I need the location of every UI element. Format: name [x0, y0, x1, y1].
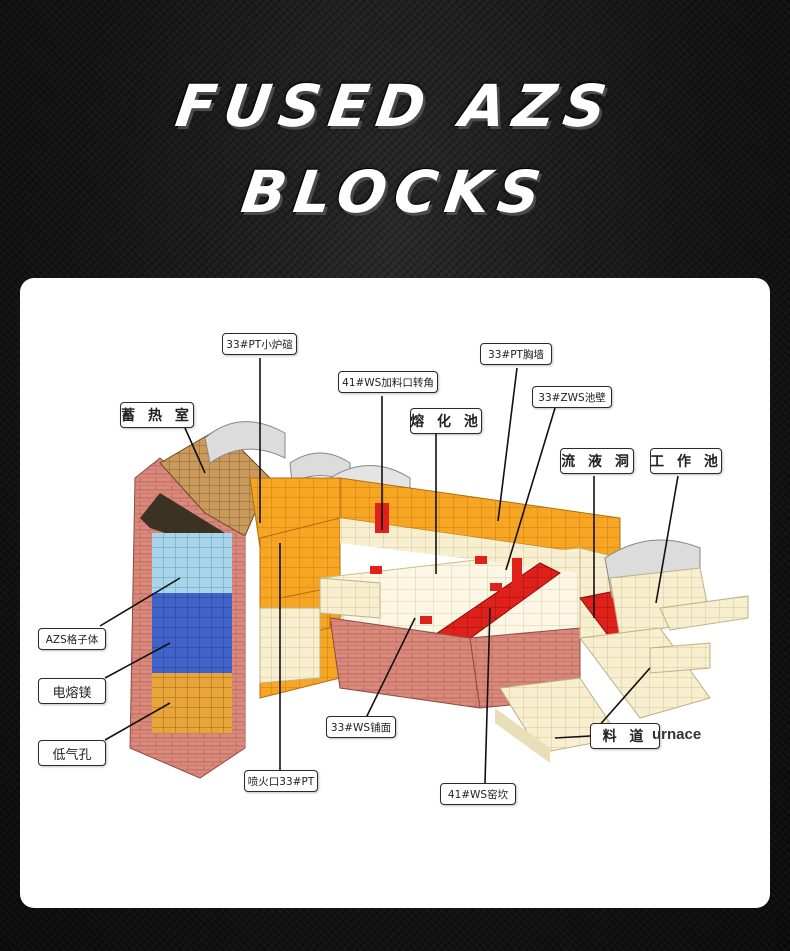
label-fused-magnesia: 电熔镁: [38, 678, 106, 704]
watermark-text: urnace: [652, 726, 702, 743]
label-ws-paving: 33#WS铺面: [326, 716, 396, 738]
regenerator-tower: [129, 427, 271, 779]
label-ws-feed-corner: 41#WS加料口转角: [338, 371, 438, 393]
fused-magnesia-blocks: [152, 593, 232, 673]
page-title-line-2: BLOCKS: [237, 158, 553, 226]
low-porosity-blocks: [152, 673, 232, 733]
furnace-illustration: [99, 358, 749, 784]
leader-lines: [99, 358, 679, 784]
label-pt-breast-wall: 33#PT胸墙: [480, 343, 552, 365]
label-ws-weir: 41#WS窑坎: [440, 783, 516, 805]
page-title-line-1: FUSED AZS: [171, 72, 619, 140]
label-azs-checker: AZS格子体: [38, 628, 106, 650]
label-throat: 流 液 洞: [560, 448, 634, 474]
azs-checker-blocks: [152, 533, 232, 593]
label-regenerator: 蓄 热 室: [120, 402, 194, 428]
label-forehearth: 料 道: [590, 723, 660, 749]
label-port-pt: 喷火口33#PT: [244, 770, 318, 792]
label-working-tank: 工 作 池: [650, 448, 722, 474]
label-low-porosity: 低气孔: [38, 740, 106, 766]
label-pt-small-furnace-crown: 33#PT小炉碹: [222, 333, 297, 355]
diagram-card: 33#PT小炉碹 41#WS加料口转角 33#PT胸墙 33#ZWS池壁 蓄 热…: [20, 278, 770, 908]
label-melting-tank: 熔 化 池: [410, 408, 482, 434]
label-zws-tank-wall: 33#ZWS池壁: [532, 386, 612, 408]
